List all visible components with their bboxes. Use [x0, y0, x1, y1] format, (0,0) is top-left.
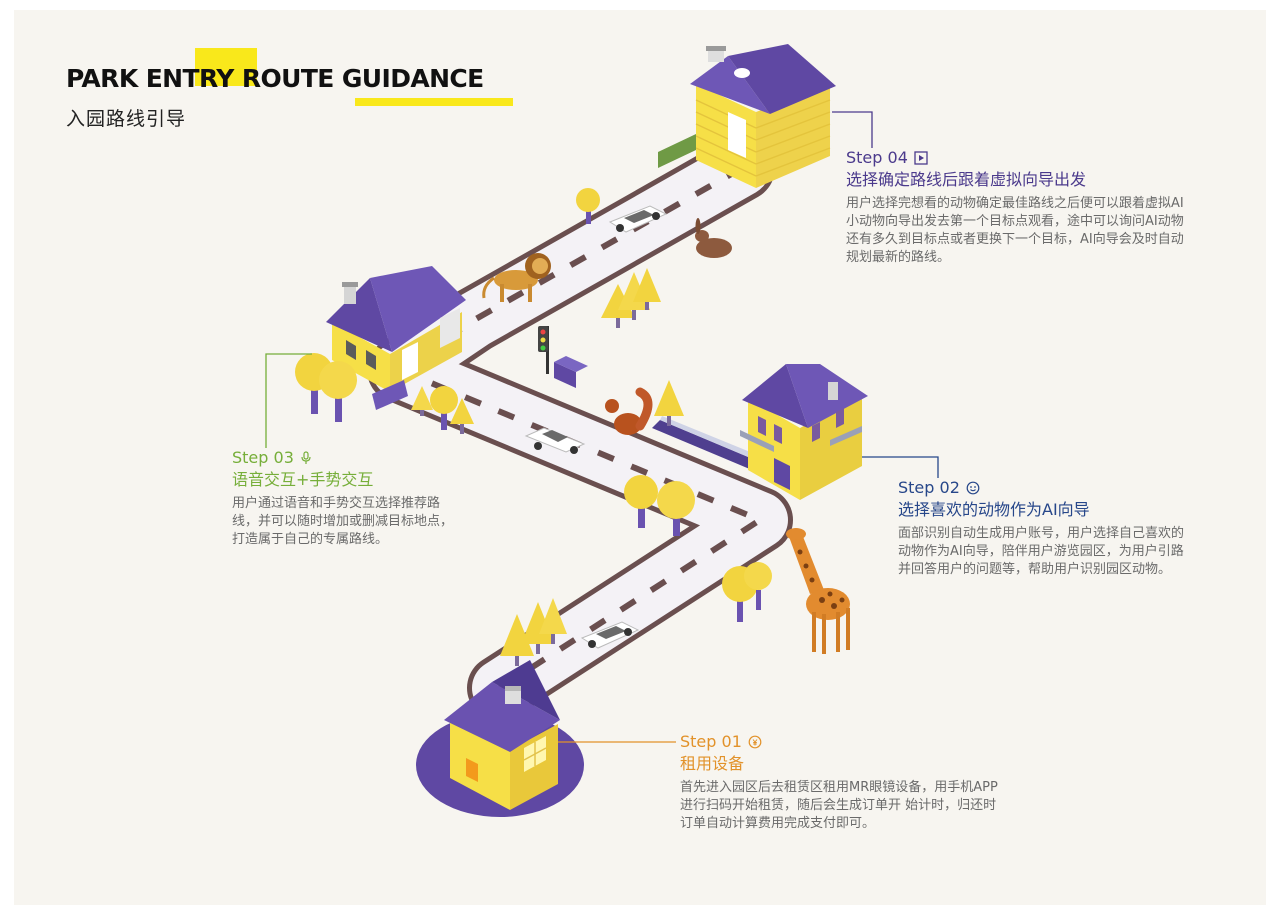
giraffe	[786, 528, 850, 654]
title-highlight-bottom	[355, 98, 513, 106]
sidewalk	[652, 416, 760, 470]
step-04-callout: Step 04 选择确定路线后跟着虚拟向导出发 用户选择完想看的动物确定最佳路线…	[846, 148, 1184, 267]
step-02-label: Step 02	[898, 478, 960, 497]
step-01-description: 首先进入园区后去租赁区租用MR眼镜设备，用手机APP进行扫码开始租赁，随后会生成…	[680, 780, 998, 831]
step-03-label: Step 03	[232, 448, 294, 467]
step-04-connector	[832, 111, 873, 148]
microphone-icon	[300, 451, 312, 465]
step-03-callout: Step 03 语音交互+手势交互 用户通过语音和手势交互选择推荐路线，并可以随…	[232, 448, 460, 549]
step-04-title: 选择确定路线后跟着虚拟向导出发	[846, 170, 1087, 189]
step-02-callout: Step 02 选择喜欢的动物作为AI向导 面部识别自动生成用户账号，用户选择自…	[898, 478, 1190, 579]
page-subtitle: 入园路线引导	[66, 108, 187, 130]
coin-icon	[748, 735, 762, 749]
face-icon	[966, 481, 980, 495]
left-house	[326, 266, 466, 410]
step-01-title: 租用设备	[680, 754, 745, 773]
step-03-title: 语音交互+手势交互	[232, 470, 374, 489]
step-01-callout: Step 01 租用设备 首先进入园区后去租赁区租用MR眼镜设备，用手机APP进…	[680, 732, 1004, 833]
trees	[295, 188, 772, 666]
title-highlight-top	[195, 48, 257, 86]
play-icon	[914, 151, 928, 165]
traffic-light	[538, 326, 588, 388]
right-house	[740, 364, 868, 500]
page-title: PARK ENTRY ROUTE GUIDANCE	[66, 64, 484, 93]
step-04-label: Step 04	[846, 148, 908, 167]
squirrel	[605, 387, 653, 435]
step-02-title: 选择喜欢的动物作为AI向导	[898, 500, 1090, 519]
rabbit	[695, 218, 732, 258]
step-03-connector	[265, 353, 312, 448]
rental-house	[416, 660, 584, 817]
top-house	[658, 44, 836, 188]
lion	[482, 253, 551, 302]
cars	[524, 205, 668, 649]
callout-lines	[265, 111, 939, 743]
step-02-connector	[862, 456, 939, 478]
step-04-description: 用户选择完想看的动物确定最佳路线之后便可以跟着虚拟AI小动物向导出发去第一个目标…	[846, 196, 1184, 265]
step-03-description: 用户通过语音和手势交互选择推荐路线，并可以随时增加或删减目标地点，打造属于自己的…	[232, 496, 454, 547]
step-01-label: Step 01	[680, 732, 742, 751]
step-02-description: 面部识别自动生成用户账号，用户选择自己喜欢的动物作为AI向导，陪伴用户游览园区，…	[898, 526, 1185, 577]
